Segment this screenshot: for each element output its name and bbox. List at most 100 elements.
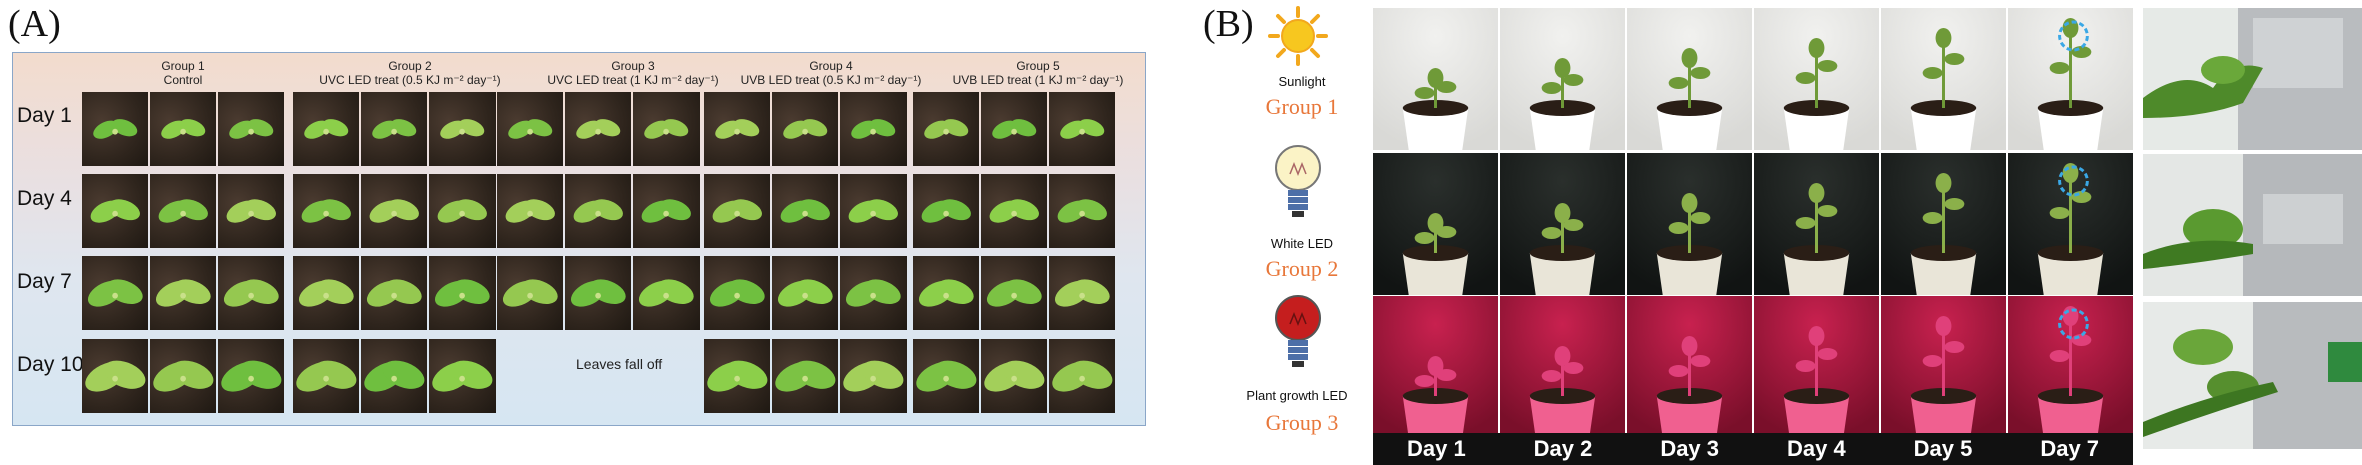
photo-cell	[912, 173, 1116, 249]
seedling-photo	[1049, 173, 1116, 249]
day-label-row-3: Day 7	[17, 270, 72, 293]
day-label-4: Day 4	[1786, 436, 1846, 461]
seedling-photo	[980, 338, 1048, 414]
caliper-photo-2	[2143, 154, 2362, 296]
seedling-photo	[772, 338, 839, 414]
plant-photo	[1627, 153, 1752, 295]
seedling-photo	[772, 173, 839, 249]
plant-growth-led-label: Plant growth LED	[1246, 388, 1348, 403]
seedling-photo	[361, 338, 428, 414]
seedling-photo	[149, 255, 216, 330]
group-2-title: Group 2	[388, 59, 432, 73]
group-3-subtitle: UVC LED treat (1 KJ m⁻² day⁻¹)	[547, 73, 719, 87]
photo-cell	[81, 91, 285, 167]
seedling-photo	[565, 255, 632, 330]
seedling-photo	[429, 173, 496, 249]
photo-cell	[497, 91, 700, 167]
photo-cell	[704, 338, 907, 414]
seedling-photo	[565, 173, 632, 249]
photo-cell	[293, 91, 496, 167]
seedling-photo	[217, 91, 285, 167]
seedling-photo	[912, 173, 979, 249]
day-label-6: Day 7	[2040, 436, 2100, 461]
seedling-photo	[840, 173, 907, 249]
group-4-subtitle: UVB LED treat (0.5 KJ m⁻² day⁻¹)	[740, 73, 922, 87]
group-4-header: Group 4 UVB LED treat (0.5 KJ m⁻² day⁻¹)	[711, 59, 951, 87]
plant-photo	[2008, 8, 2133, 150]
photo-cell	[704, 91, 907, 167]
day-label-3: Day 3	[1660, 436, 1720, 461]
seedling-photo	[912, 91, 979, 167]
plant-photo	[1500, 153, 1625, 295]
seedling-photo	[565, 91, 632, 167]
seedling-photo	[497, 255, 564, 330]
group-5-subtitle: UVB LED treat (1 KJ m⁻² day⁻¹)	[952, 73, 1124, 87]
seedling-photo	[704, 91, 771, 167]
group-1-header: Group 1 Control	[83, 59, 283, 87]
seedling-photo	[149, 173, 216, 249]
seedling-photo	[1049, 338, 1116, 414]
bulb-red-icon	[1272, 290, 1324, 382]
sun-icon	[1268, 6, 1328, 66]
seedling-photo	[633, 173, 700, 249]
seedling-photo	[704, 338, 771, 414]
panel-a-letter: (A)	[8, 3, 61, 45]
day-label-row-1: Day 1	[17, 104, 72, 127]
seedling-photo	[497, 173, 564, 249]
group-1-label: Group 1	[1265, 94, 1339, 119]
seedling-photo	[497, 91, 564, 167]
day-label-1: Day 1	[1406, 436, 1466, 461]
group-2-header: Group 2 UVC LED treat (0.5 KJ m⁻² day⁻¹)	[295, 59, 525, 87]
photo-row-group-1	[1373, 8, 2133, 150]
day-label-row-4: Day 10	[17, 353, 84, 376]
plant-photo	[1754, 153, 1879, 295]
photo-cell	[293, 338, 496, 414]
photo-row-group-3	[1373, 296, 2133, 438]
photo-cell	[81, 173, 285, 249]
seedling-photo	[429, 338, 496, 414]
seedling-photo	[980, 255, 1048, 330]
seedling-photo	[361, 173, 428, 249]
group-5-title: Group 5	[1016, 59, 1060, 73]
photo-cell	[81, 255, 285, 330]
seedling-photo	[81, 338, 148, 414]
seedling-photo	[840, 338, 907, 414]
photo-cell	[704, 173, 907, 249]
photo-cell	[912, 91, 1116, 167]
panel-b-letter: (B)	[1203, 3, 1254, 45]
leaves-fall-off-note: Leaves fall off	[576, 356, 663, 372]
seedling-photo	[361, 255, 428, 330]
plant-photo	[1754, 296, 1879, 438]
seedling-photo	[633, 255, 700, 330]
seedling-photo	[980, 173, 1048, 249]
photo-cell	[912, 338, 1116, 414]
seedling-photo	[704, 255, 771, 330]
photo-cell	[704, 255, 907, 330]
group-2-subtitle: UVC LED treat (0.5 KJ m⁻² day⁻¹)	[319, 73, 501, 87]
plant-photo	[1373, 8, 1498, 150]
plant-photo	[1627, 8, 1752, 150]
plant-photo	[1373, 153, 1498, 295]
group-2-label: Group 2	[1265, 256, 1339, 281]
photo-cell	[81, 338, 285, 414]
group-1-title: Group 1	[161, 59, 205, 73]
seedling-photo	[912, 255, 979, 330]
group-3-title: Group 3	[611, 59, 655, 73]
seedling-photo	[704, 173, 771, 249]
seedling-photo	[149, 91, 216, 167]
photo-cell	[293, 173, 496, 249]
plant-photo	[1500, 8, 1625, 150]
photo-cell	[293, 255, 496, 330]
seedling-photo	[980, 91, 1048, 167]
plant-photo	[2008, 296, 2133, 438]
white-led-label: White LED	[1270, 236, 1334, 251]
seedling-photo	[293, 91, 360, 167]
seedling-photo	[217, 338, 285, 414]
seedling-photo	[1049, 91, 1116, 167]
seedling-photo	[429, 91, 496, 167]
group-4-title: Group 4	[809, 59, 853, 73]
seedling-photo	[293, 173, 360, 249]
plant-photo	[1627, 296, 1752, 438]
